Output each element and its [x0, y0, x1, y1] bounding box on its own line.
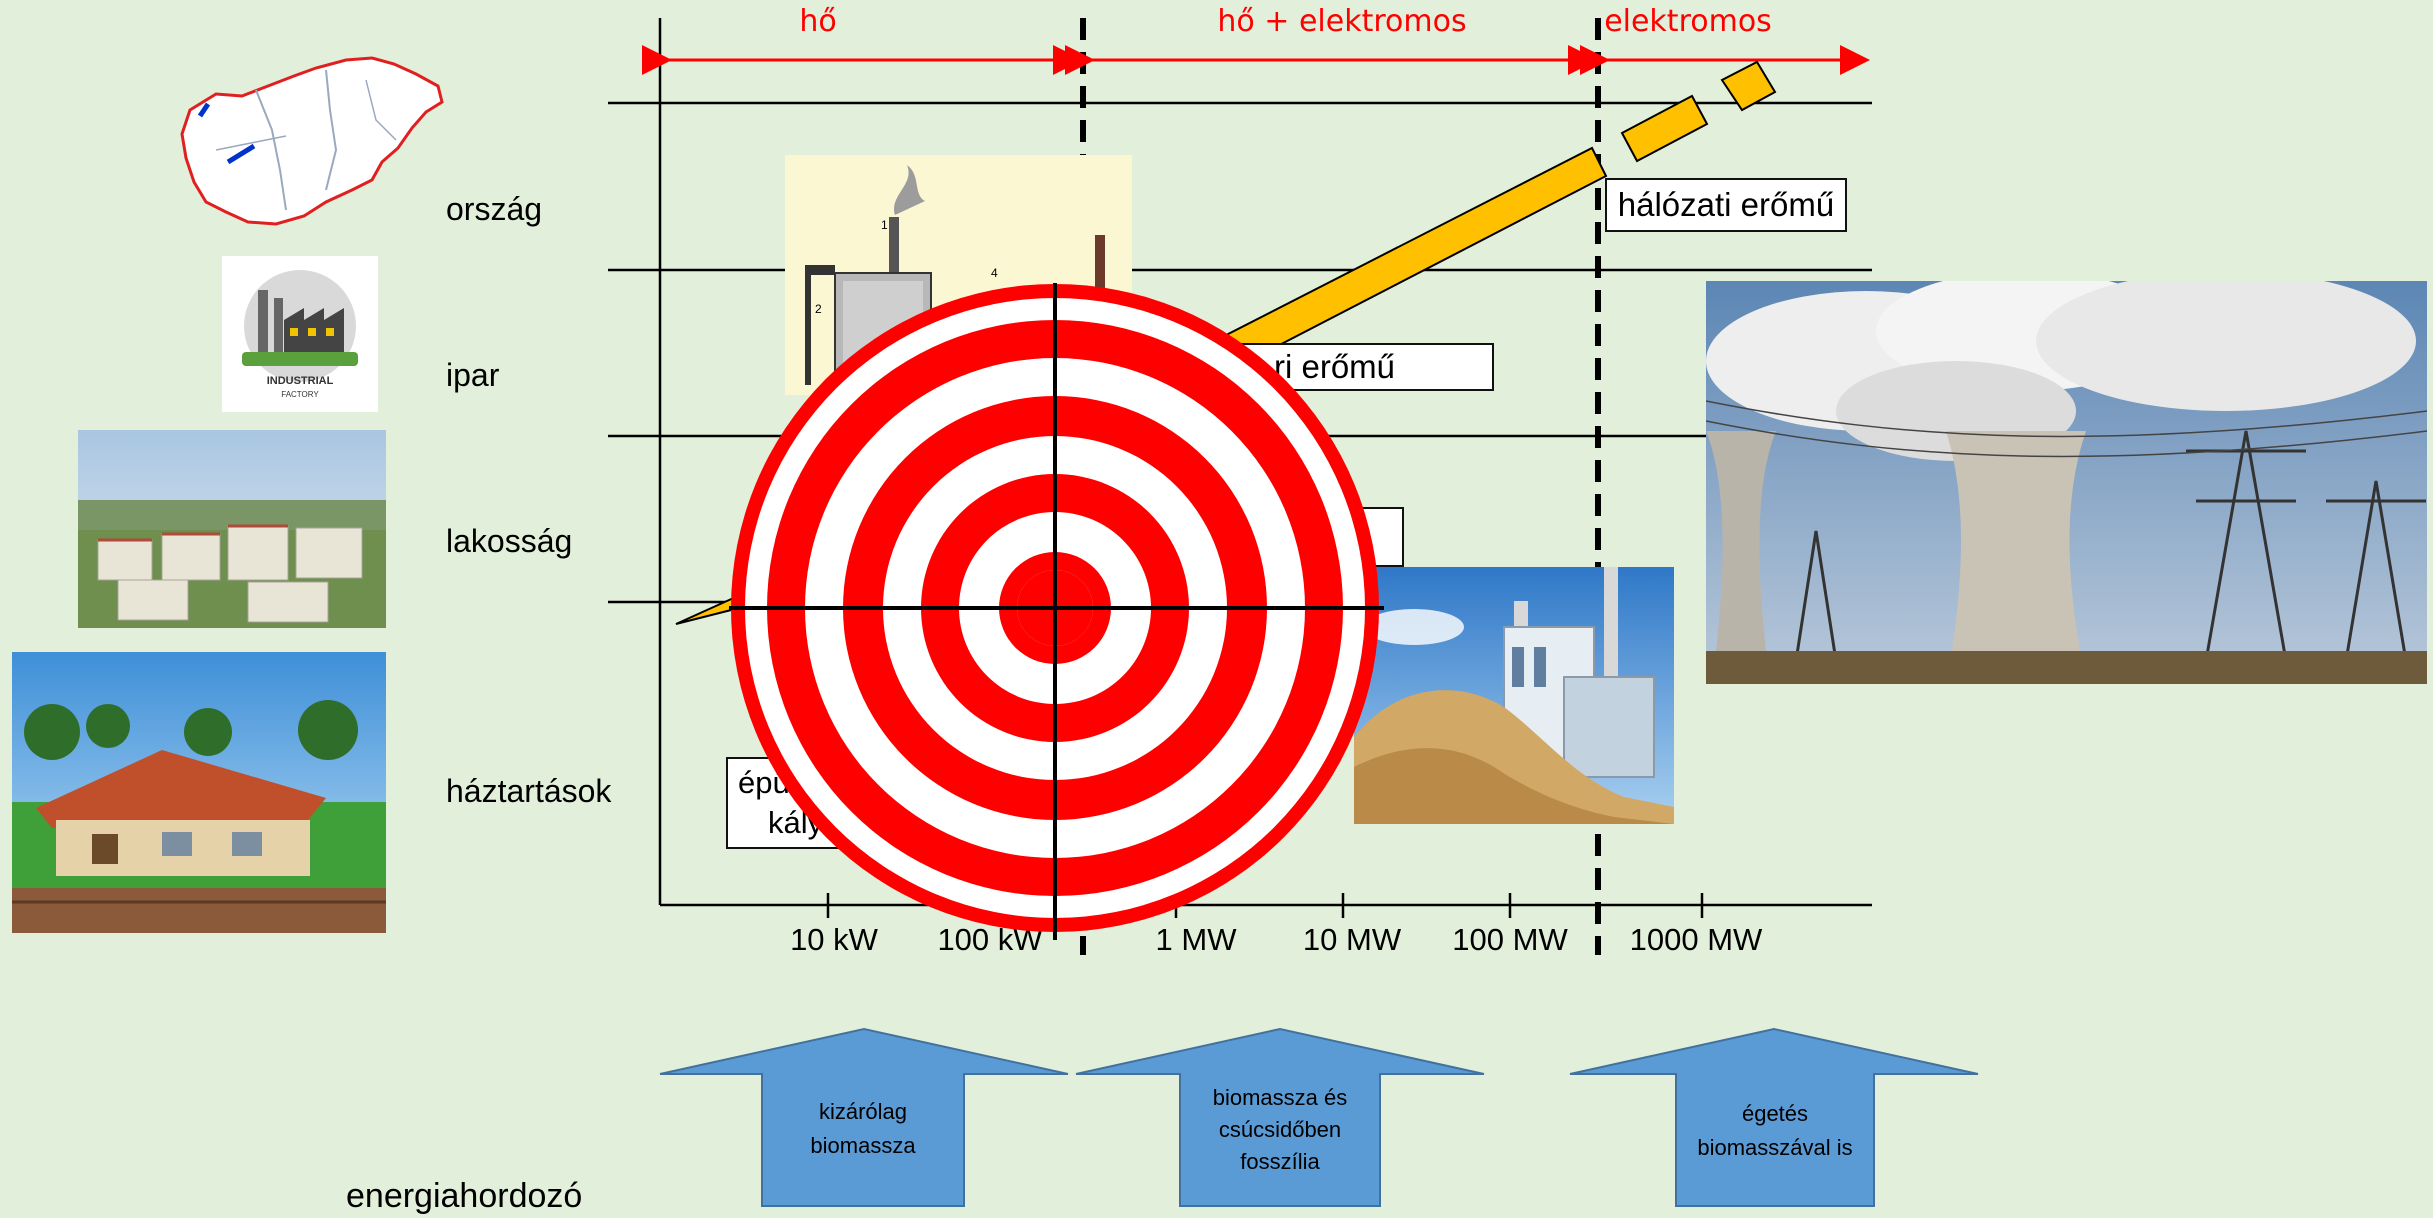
boiler-label-4: 4	[991, 266, 998, 280]
row-label-haztartasok: háztartások	[446, 773, 612, 809]
factory-text-line1: INDUSTRIAL	[267, 375, 334, 387]
target-icon	[729, 283, 1384, 940]
house-photo	[12, 652, 386, 933]
bottom-arrow-3: égetés biomasszával is	[1569, 1027, 1979, 1207]
boiler-label-1: 1	[881, 218, 888, 232]
row-label-ipar: ipar	[446, 357, 500, 393]
callout-grid-plant: hálózati erőmű	[1605, 178, 1847, 232]
nuclear-plant-photo	[1706, 281, 2427, 684]
bottom-arrow-3-line1: égetés	[1742, 1101, 1808, 1126]
bottom-arrow-3-line2: biomasszával is	[1697, 1135, 1852, 1160]
zone-label-heat-electric: hő + elektromos	[1217, 4, 1466, 39]
bottom-arrow-2-line1: biomassza és	[1213, 1085, 1348, 1110]
bottom-arrow-1: kizárólag biomassza	[659, 1027, 1069, 1207]
bottom-arrow-2-line2: csúcsidőben	[1219, 1117, 1341, 1142]
x-tick-label-10mw: 10 MW	[1303, 922, 1402, 957]
zone-label-heat: hő	[799, 4, 836, 39]
row-label-lakossag: lakosság	[446, 523, 572, 559]
industrial-factory-icon: INDUSTRIAL FACTORY	[222, 256, 378, 412]
x-tick-label-10kw: 10 kW	[790, 922, 879, 957]
boiler-label-2: 2	[815, 302, 822, 316]
bottom-arrow-1-line1: kizárólag	[819, 1099, 907, 1124]
callout-industrial-plant: ri erőmű	[1180, 343, 1494, 391]
x-tick-label-1000mw: 1000 MW	[1630, 922, 1763, 957]
footer-label: energiahordozó	[346, 1177, 582, 1215]
callout-industrial-plant-text: ri erőmű	[1274, 348, 1396, 385]
x-tick-label-100mw: 100 MW	[1452, 922, 1568, 957]
zone-label-electric: elektromos	[1604, 4, 1772, 39]
x-tick-label-1mw: 1 MW	[1156, 922, 1238, 957]
callout-grid-plant-text: hálózati erőmű	[1617, 186, 1835, 223]
bottom-arrow-2-line3: fosszília	[1240, 1149, 1320, 1174]
hungary-map-icon	[180, 56, 444, 226]
factory-text-line2: FACTORY	[281, 390, 319, 399]
row-label-orszag: ország	[446, 191, 542, 227]
bottom-arrow-1-line2: biomassza	[810, 1133, 916, 1158]
bottom-arrow-2: biomassza és csúcsidőben fosszília	[1075, 1027, 1485, 1207]
housing-estate-photo	[78, 430, 386, 628]
wood-chip-plant-photo	[1354, 567, 1674, 824]
